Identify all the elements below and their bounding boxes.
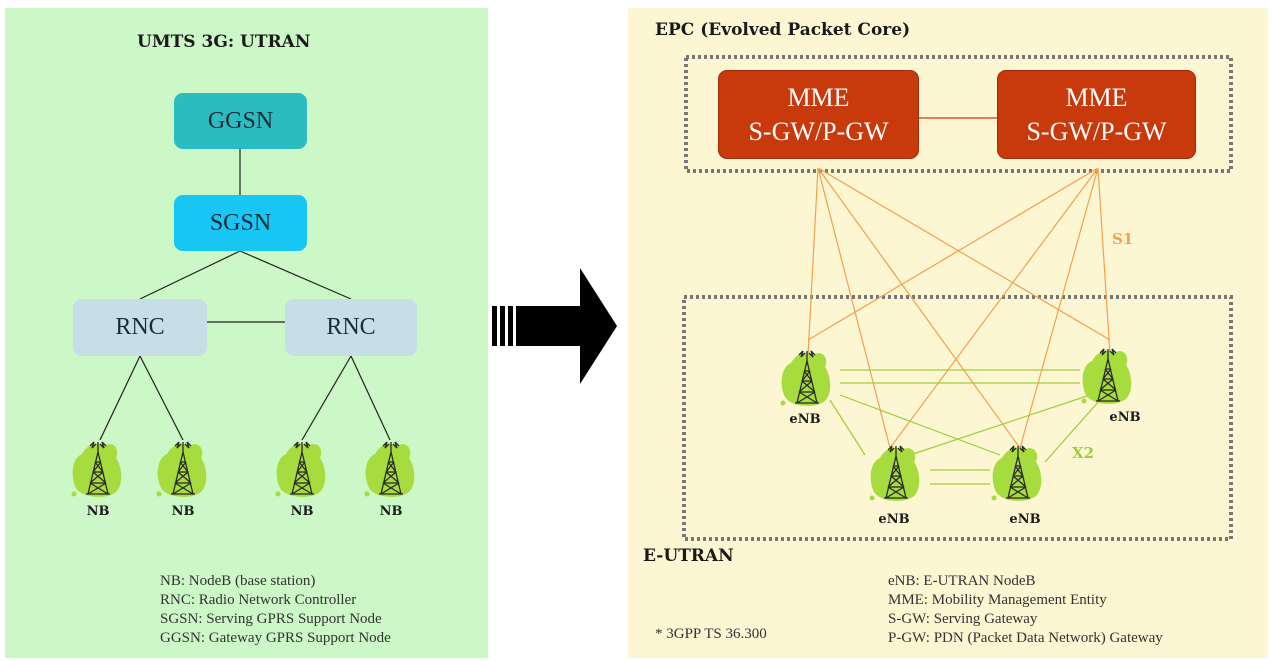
reference-note: * 3GPP TS 36.300	[655, 626, 767, 642]
epc-legend: eNB: E-UTRAN NodeB MME: Mobility Managem…	[888, 572, 1163, 648]
mme-label: MME	[1065, 82, 1128, 112]
sgsn-node: SGSN	[174, 195, 307, 251]
gateway-label: S-GW/P-GW	[1026, 116, 1167, 146]
enb-label: eNB	[1109, 410, 1141, 425]
utran-title: UMTS 3G: UTRAN	[137, 32, 311, 52]
enb-tower-icon	[990, 445, 1042, 502]
nb-label: NB	[86, 504, 110, 519]
ggsn-node: GGSN	[174, 93, 307, 149]
s1-interface-label: S1	[1112, 230, 1134, 248]
eutran-title: E-UTRAN	[643, 546, 734, 566]
mme-gateway-node-1: MME S-GW/P-GW	[718, 70, 919, 159]
base-station-tower-icon	[274, 441, 326, 498]
legend-item: S-GW: Serving Gateway	[888, 611, 1038, 627]
epc-title: EPC (Evolved Packet Core)	[655, 20, 911, 40]
nb-label: NB	[171, 504, 195, 519]
rnc-node-1: RNC	[73, 299, 207, 356]
nb-label: NB	[379, 504, 403, 519]
legend-item: MME: Mobility Management Entity	[888, 592, 1107, 608]
base-station-tower-icon	[155, 441, 207, 498]
enb-label: eNB	[1009, 512, 1041, 527]
enb-tower-icon	[868, 445, 920, 502]
gateway-label: S-GW/P-GW	[748, 116, 889, 146]
legend-item: P-GW: PDN (Packet Data Network) Gateway	[888, 630, 1163, 646]
legend-item: GGSN: Gateway GPRS Support Node	[160, 630, 391, 646]
x2-interface-label: X2	[1072, 444, 1095, 462]
rnc-node-2: RNC	[285, 299, 417, 356]
legend-item: SGSN: Serving GPRS Support Node	[160, 611, 382, 627]
enb-tower-icon	[1080, 348, 1132, 405]
mme-label: MME	[787, 82, 850, 112]
legend-item: RNC: Radio Network Controller	[160, 592, 357, 608]
base-station-tower-icon	[363, 441, 415, 498]
base-station-tower-icon	[70, 441, 122, 498]
mme-gateway-node-2: MME S-GW/P-GW	[997, 70, 1196, 159]
legend-item: eNB: E-UTRAN NodeB	[888, 573, 1036, 589]
enb-label: eNB	[878, 512, 910, 527]
right-arrow-icon	[492, 268, 617, 384]
enb-tower-icon	[779, 350, 831, 407]
nb-label: NB	[290, 504, 314, 519]
enb-label: eNB	[789, 412, 821, 427]
utran-legend: NB: NodeB (base station) RNC: Radio Netw…	[160, 572, 391, 648]
legend-item: NB: NodeB (base station)	[160, 573, 316, 589]
